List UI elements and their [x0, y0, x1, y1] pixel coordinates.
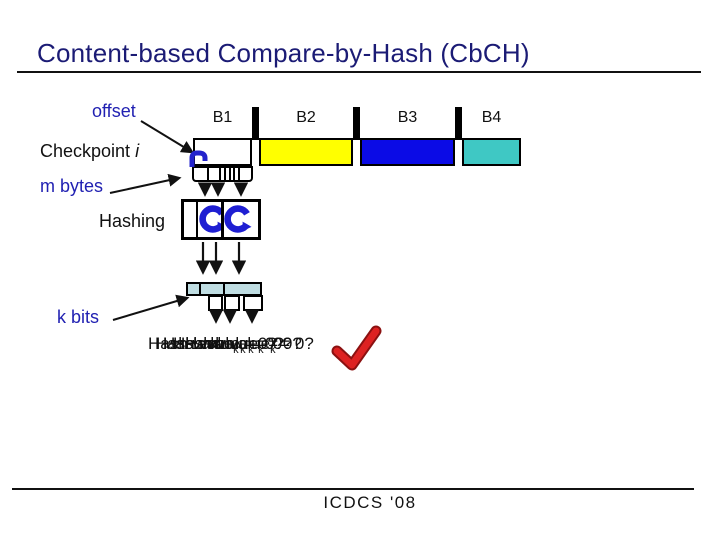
- k-bits-divider: [223, 284, 225, 294]
- hash-query-prefix: Hash value: [155, 334, 241, 353]
- k-bits-cell: [243, 295, 263, 311]
- block-divider-bar: [455, 107, 462, 140]
- hash-query-prefix: Hash value: [173, 334, 259, 353]
- m-bytes-cell-divider: [229, 168, 231, 180]
- hash-query-subscript: k: [248, 344, 254, 356]
- k-bits-bar: [186, 282, 262, 296]
- m-bytes-arrow: [109, 173, 182, 194]
- hashing-box-divider: [196, 199, 198, 240]
- m-bytes-cell-divider: [207, 168, 209, 180]
- rotate-arrow-icon: [221, 202, 255, 236]
- hash-query-suffix: = 0?: [245, 334, 284, 353]
- hash-query-subscript: k: [240, 344, 246, 356]
- label-k-bits: k bits: [57, 307, 100, 327]
- hash-query-prefix: Hash value: [163, 334, 249, 353]
- label-checkpoint: Checkpoint i: [40, 141, 139, 162]
- hash-query-subscript: k: [270, 344, 276, 356]
- block-label-b3: B3: [397, 109, 418, 126]
- block-label-b4: B4: [481, 109, 502, 126]
- title-divider: [17, 71, 701, 73]
- k-bits-divider: [199, 284, 201, 294]
- block-b2: [259, 138, 353, 166]
- label-checkpoint-index: i: [135, 141, 140, 161]
- hash-query-text: Hash valuek = 0?: [173, 334, 302, 356]
- hash-query-suffix: = 0?: [238, 334, 277, 353]
- hash-query-suffix: = 0?: [275, 334, 314, 353]
- block-b1: [193, 138, 252, 166]
- m-bytes-cell-divider: [224, 168, 226, 180]
- block-label-b2: B2: [296, 109, 316, 126]
- hash-query-text: Hash valuek = 0?: [163, 334, 292, 356]
- block-divider-bar: [252, 107, 259, 140]
- block-divider-bar: [353, 107, 360, 140]
- k-bits-cell: [208, 295, 223, 311]
- label-checkpoint-text: Checkpoint: [40, 141, 136, 161]
- k-bits-arrow: [112, 294, 190, 321]
- hash-query-prefix: Hash value: [185, 334, 271, 353]
- k-bits-cell: [224, 295, 240, 311]
- hash-query-suffix: = 0?: [263, 334, 302, 353]
- label-m-bytes: m bytes: [40, 176, 104, 196]
- footer-conference: ICDCS '08: [323, 493, 417, 512]
- block-b4: [462, 138, 521, 166]
- label-offset: offset: [92, 101, 136, 121]
- m-bytes-row: [192, 166, 253, 182]
- checkmark-icon: [333, 327, 380, 369]
- checkmark-icon-outline: [331, 325, 382, 371]
- label-hashing: Hashing: [99, 211, 166, 231]
- hash-query-subscript: k: [233, 344, 239, 356]
- hash-query-text: Hash valuek = 0?: [185, 334, 314, 356]
- m-bytes-cell-divider: [233, 168, 235, 180]
- hash-query-suffix: = 0?: [253, 334, 292, 353]
- page-title: Content-based Compare-by-Hash (CbCH): [37, 38, 530, 68]
- m-bytes-cell-divider: [219, 168, 221, 180]
- block-b3: [360, 138, 455, 166]
- footer-divider: [12, 488, 694, 490]
- block-label-b1: B1: [212, 109, 233, 126]
- hash-query-subscript: k: [258, 344, 264, 356]
- m-bytes-cell-divider: [238, 168, 240, 180]
- hash-query-text: Hash valuek = 0?: [155, 334, 284, 356]
- offset-arrow: [140, 120, 195, 154]
- hash-query-prefix: Hash value: [148, 334, 234, 353]
- hash-query-text: Hash valuek = 0?: [148, 334, 277, 356]
